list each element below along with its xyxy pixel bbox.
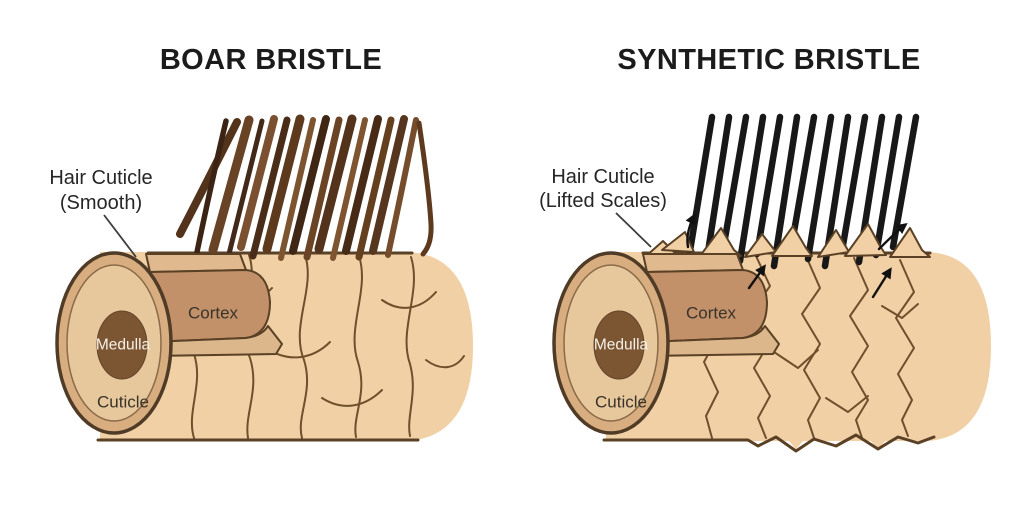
cortex-bevel-shape [149, 325, 283, 357]
cut-edge-shape [642, 253, 744, 273]
up-arrow-icon [685, 213, 696, 249]
smooth-cuticle-pointer-line [103, 214, 137, 258]
boar-cuticle-label: Cuticle [97, 392, 149, 412]
lifted-scale-arrow-icons [685, 213, 908, 299]
synthetic-cortex-cutaway [642, 253, 780, 357]
medulla-shape [96, 310, 148, 380]
boar-callout-line1: Hair Cuticle [49, 167, 153, 189]
synthetic-bristles [685, 113, 920, 270]
cortex-bevel-shape [646, 325, 780, 357]
boar-cortex-label: Cortex [187, 303, 239, 323]
medulla-shape [593, 310, 645, 380]
synthetic-shaft-bottom-edge [602, 433, 936, 453]
synthetic-bristle-title: SYNTHETIC BRISTLE [617, 44, 921, 77]
boar-bristle-title: BOAR BRISTLE [159, 44, 383, 77]
synthetic-callout-line1: Hair Cuticle [551, 166, 655, 188]
synthetic-cuticle-label: Cuticle [595, 392, 647, 412]
bottom-flap-fill [786, 438, 806, 449]
synthetic-medulla-label: Medulla [593, 336, 649, 354]
synthetic-cortex-label: Cortex [685, 303, 737, 323]
boar-medulla-label: Medulla [95, 336, 151, 354]
boar-hair-shaft-illustration [55, 114, 473, 442]
lifted-cuticle-pointer-line [615, 212, 652, 248]
boar-cortex-cutaway [145, 253, 283, 357]
up-right-arrow-icon [877, 223, 908, 251]
boar-bristles [176, 114, 434, 261]
up-right-arrow-icon [747, 264, 766, 290]
boar-callout-line2: (Smooth) [59, 192, 143, 214]
bottom-flap-fill [868, 438, 888, 449]
lifted-cuticle-scale-lines [701, 255, 919, 439]
up-right-arrow-icon [871, 267, 892, 299]
synthetic-callout-line2: (Lifted Scales) [539, 190, 667, 212]
cut-edge-shape [145, 253, 247, 273]
synthetic-hair-shaft-illustration [552, 113, 991, 453]
